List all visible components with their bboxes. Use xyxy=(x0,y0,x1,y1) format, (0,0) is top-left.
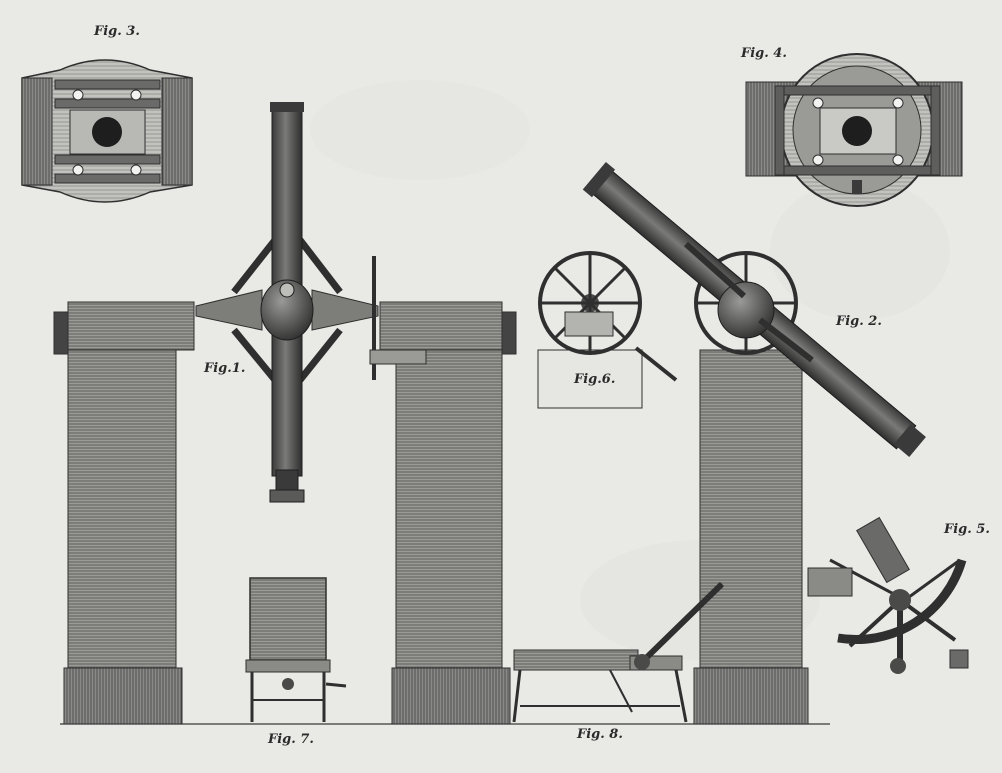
fig8-label: Fig. 8. xyxy=(577,727,623,742)
fig2-pier xyxy=(693,349,809,725)
fig2-label: Fig. 2. xyxy=(836,314,882,329)
fig1-transit-telescope xyxy=(195,102,427,503)
fig6-label: Fig.6. xyxy=(574,372,616,387)
fig5-label: Fig. 5. xyxy=(944,522,990,537)
fig7-observing-chair xyxy=(245,577,347,722)
fig4-mount-plan xyxy=(745,53,963,207)
fig5-quadrant-detail xyxy=(807,516,969,674)
fig1-piers xyxy=(53,301,517,725)
fig7-label: Fig. 7. xyxy=(268,732,314,747)
fig2-inclined-telescope xyxy=(582,161,926,457)
fig3-label: Fig. 3. xyxy=(94,24,140,39)
fig1-label: Fig.1. xyxy=(204,361,246,376)
fig6-divided-wheel xyxy=(537,251,678,409)
fig3-mount-plan xyxy=(21,59,193,203)
fig4-label: Fig. 4. xyxy=(741,46,787,61)
fig8-observing-couch xyxy=(512,581,725,723)
